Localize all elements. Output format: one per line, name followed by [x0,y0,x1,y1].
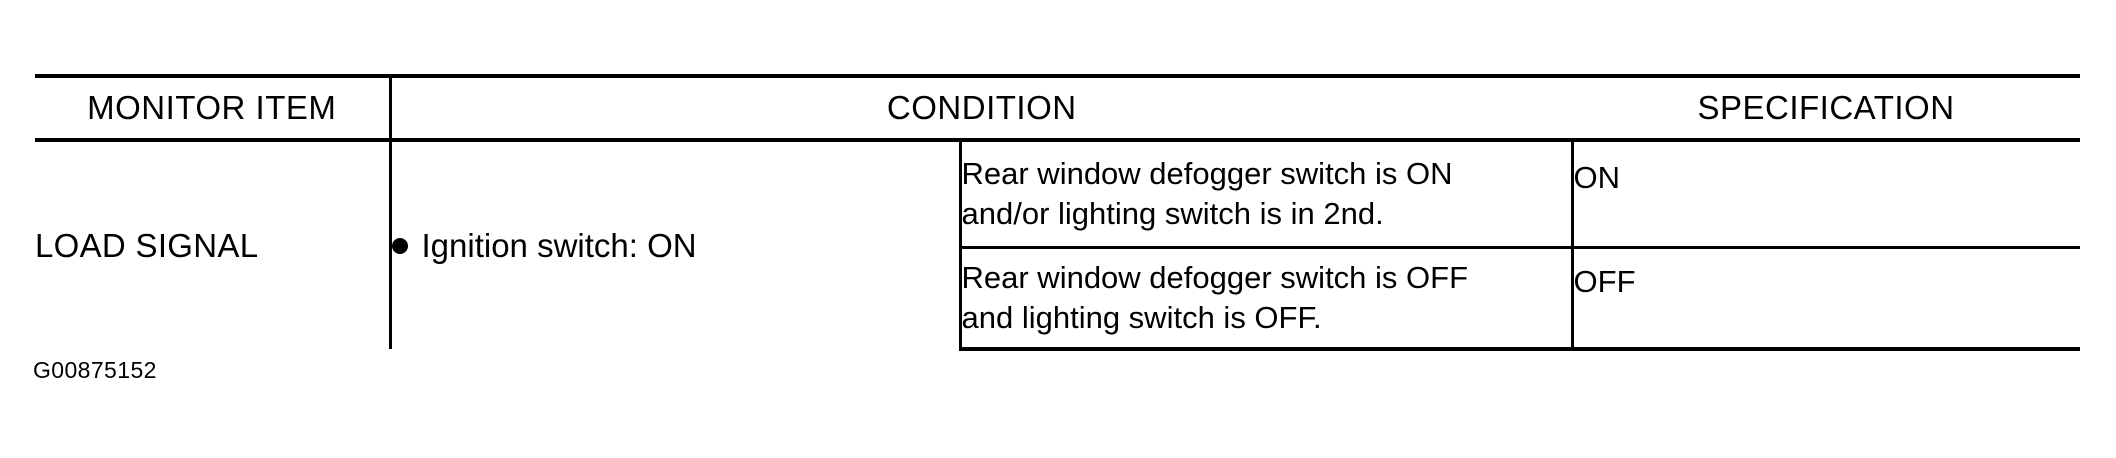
specification-value-cell: ON [1572,140,2081,248]
specification-value: OFF [1573,264,1636,299]
table-row: LOAD SIGNAL Ignition switch: ON Rear win… [35,140,2081,349]
condition-detail-cell: Rear window defogger switch is ON and/or… [960,140,1574,248]
monitor-specification-table: MONITOR ITEM CONDITION SPECIFICATION LOA… [35,74,2081,351]
condition-bullet-line: Ignition switch: ON [391,226,959,265]
specification-value-cell: OFF [1572,246,2081,351]
condition-main-cell: Ignition switch: ON [390,140,962,349]
condition-detail-cell: Rear window defogger switch is OFF and l… [960,246,1574,351]
condition-main-text: Ignition switch: ON [421,226,697,264]
monitor-item-name: LOAD SIGNAL [35,140,392,349]
specification-value: ON [1573,160,1621,195]
column-header-condition: CONDITION [390,74,1573,142]
condition-detail-line: and lighting switch is OFF. [961,300,1322,335]
column-header-specification: SPECIFICATION [1572,74,2081,142]
column-header-monitor-item: MONITOR ITEM [35,74,392,142]
figure-reference-code: G00875152 [33,357,157,383]
condition-detail-line: and/or lighting switch is in 2nd. [961,196,1384,231]
condition-detail-line: Rear window defogger switch is ON [961,155,1453,191]
bullet-dot-icon [391,237,408,254]
condition-detail-line: Rear window defogger switch is OFF [961,259,1469,295]
table-row: Rear window defogger switch is OFF and l… [35,246,2081,351]
table-header-row: MONITOR ITEM CONDITION SPECIFICATION [35,74,2081,142]
